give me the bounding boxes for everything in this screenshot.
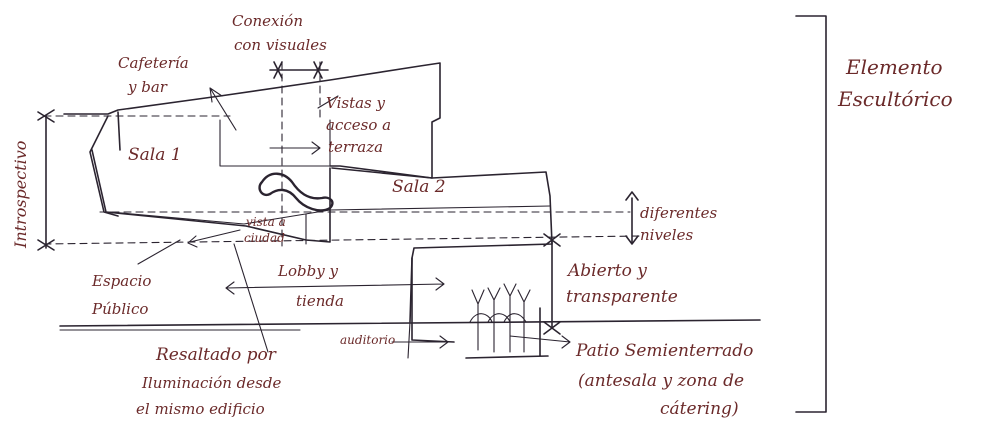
elemento-bracket	[795, 15, 827, 413]
lobby-arrow	[225, 277, 445, 295]
cafeteria-arrow	[209, 87, 237, 131]
label-patio-1: Patio Semienterrado	[575, 341, 753, 361]
label-patio-3: cátering)	[660, 399, 739, 419]
label-cafeteria-2: y bar	[127, 78, 168, 96]
label-conexion-1: Conexión	[232, 12, 303, 30]
ciudad-arrow	[187, 229, 241, 248]
label-tienda: tienda	[296, 292, 344, 310]
label-escultorico: Escultórico	[837, 87, 953, 111]
label-publico: Público	[91, 300, 148, 318]
label-transparente: transparente	[566, 287, 678, 307]
ramp	[258, 172, 334, 212]
label-conexion-2: con visuales	[234, 36, 327, 54]
label-niveles: niveles	[640, 226, 693, 244]
label-espacio: Espacio	[91, 272, 151, 290]
building-outline	[63, 62, 553, 359]
auditorio-base	[407, 321, 411, 359]
sala2-block	[331, 167, 553, 323]
label-vistas-1: Vistas y	[326, 94, 386, 112]
abierto-dimension	[543, 233, 561, 335]
label-introspectivo: Introspectivo	[11, 141, 30, 249]
inner-partition-4	[109, 205, 551, 225]
introspectivo-dimension	[37, 109, 55, 251]
inner-partition-3	[245, 225, 307, 241]
label-diferentes: diferentes	[640, 204, 717, 222]
auditorio-block	[411, 257, 549, 359]
arrows	[137, 87, 571, 353]
bottom-guide	[43, 235, 641, 245]
label-sala-2: Sala 2	[392, 177, 446, 197]
resaltado-line	[233, 243, 269, 353]
conexion-dimension	[269, 61, 329, 79]
auditorio-arrow	[391, 335, 449, 349]
labels: Conexión con visuales Cafetería y bar Vi…	[11, 12, 953, 419]
label-patio-2: (antesala y zona de	[578, 371, 744, 391]
label-vista-a: vista a	[246, 215, 286, 229]
label-auditorio: auditorio	[340, 333, 395, 347]
label-lobby: Lobby y	[277, 262, 338, 280]
label-ciudad: ciudad	[244, 231, 285, 245]
label-abierto: Abierto y	[566, 261, 647, 281]
inner-partition-1	[219, 119, 331, 167]
niveles-dimension	[625, 191, 639, 245]
patio-trees	[469, 283, 531, 353]
vistas-arrow-2	[317, 95, 339, 109]
guide-lines	[43, 61, 641, 247]
roof-line	[89, 111, 121, 217]
espacio-arrow	[137, 239, 181, 265]
label-sala-1: Sala 1	[128, 145, 182, 165]
label-vistas-2: acceso a	[326, 116, 391, 134]
label-resaltado-1: Resaltado por	[155, 345, 277, 365]
label-resaltado-3: el mismo edificio	[136, 400, 265, 418]
label-resaltado-2: Iluminación desde	[141, 374, 281, 392]
ground-line	[59, 319, 761, 327]
label-cafeteria-1: Cafetería	[118, 54, 189, 72]
vistas-arrow	[269, 141, 321, 155]
label-elemento: Elemento	[845, 55, 943, 79]
patio-arrow	[509, 335, 571, 349]
label-vistas-3: terraza	[328, 138, 383, 156]
